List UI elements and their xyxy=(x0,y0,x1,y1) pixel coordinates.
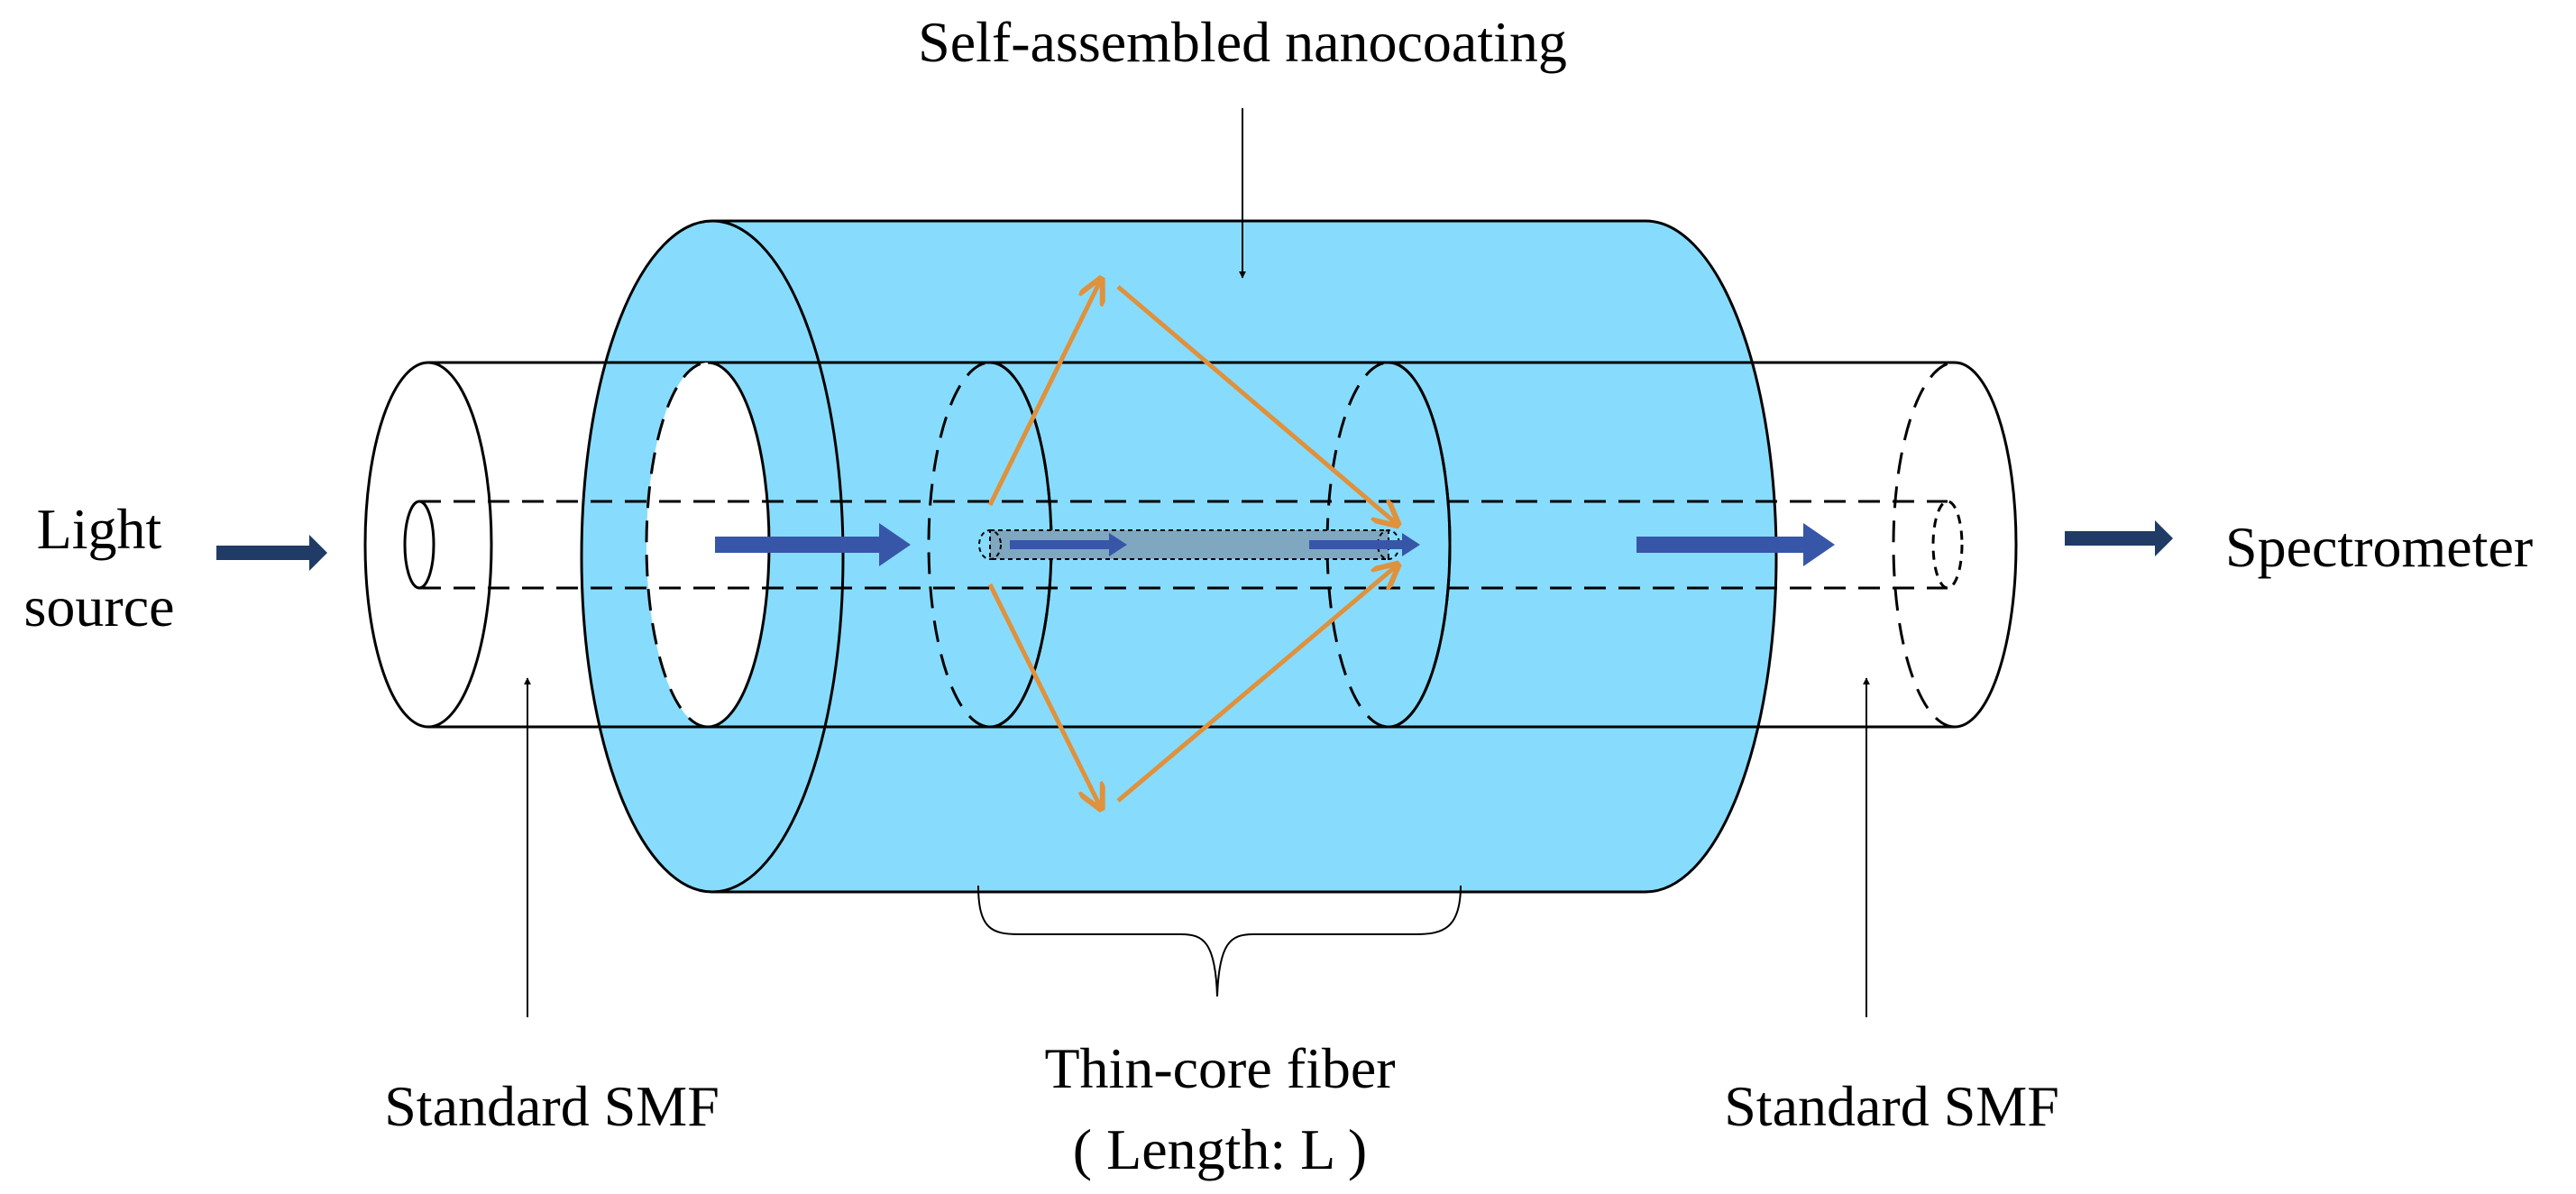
thin-core-length-label: ( Length: L ) xyxy=(1073,1117,1367,1181)
smf-left-label: Standard SMF xyxy=(384,1074,720,1138)
smf-right-end-face xyxy=(1954,361,2018,729)
smf-left-end-face xyxy=(363,361,493,729)
light-source-label-line2: source xyxy=(23,574,174,638)
spectrometer-label: Spectrometer xyxy=(2225,515,2533,579)
input-arrow-icon xyxy=(216,535,327,571)
fiber-core xyxy=(403,500,1964,590)
light-arrow-2 xyxy=(1010,533,1127,556)
fiber-cladding xyxy=(363,361,2018,729)
light-arrow-4 xyxy=(1636,523,1835,566)
cladding-mode-rays xyxy=(987,281,1396,806)
core-left-end xyxy=(403,500,435,590)
core-right-end xyxy=(1931,500,1964,590)
nanocoating-label: Self-assembled nanocoating xyxy=(918,10,1567,74)
smf-right-label: Standard SMF xyxy=(1724,1074,2059,1138)
light-arrow-1 xyxy=(715,523,911,566)
output-arrow-icon xyxy=(2065,520,2173,556)
thin-core-fiber-label: Thin-core fiber xyxy=(1044,1036,1395,1100)
light-arrow-3 xyxy=(1309,533,1420,556)
light-propagation-arrows xyxy=(715,523,1835,566)
length-brace xyxy=(977,885,1462,997)
light-source-label-line1: Light xyxy=(37,497,162,561)
